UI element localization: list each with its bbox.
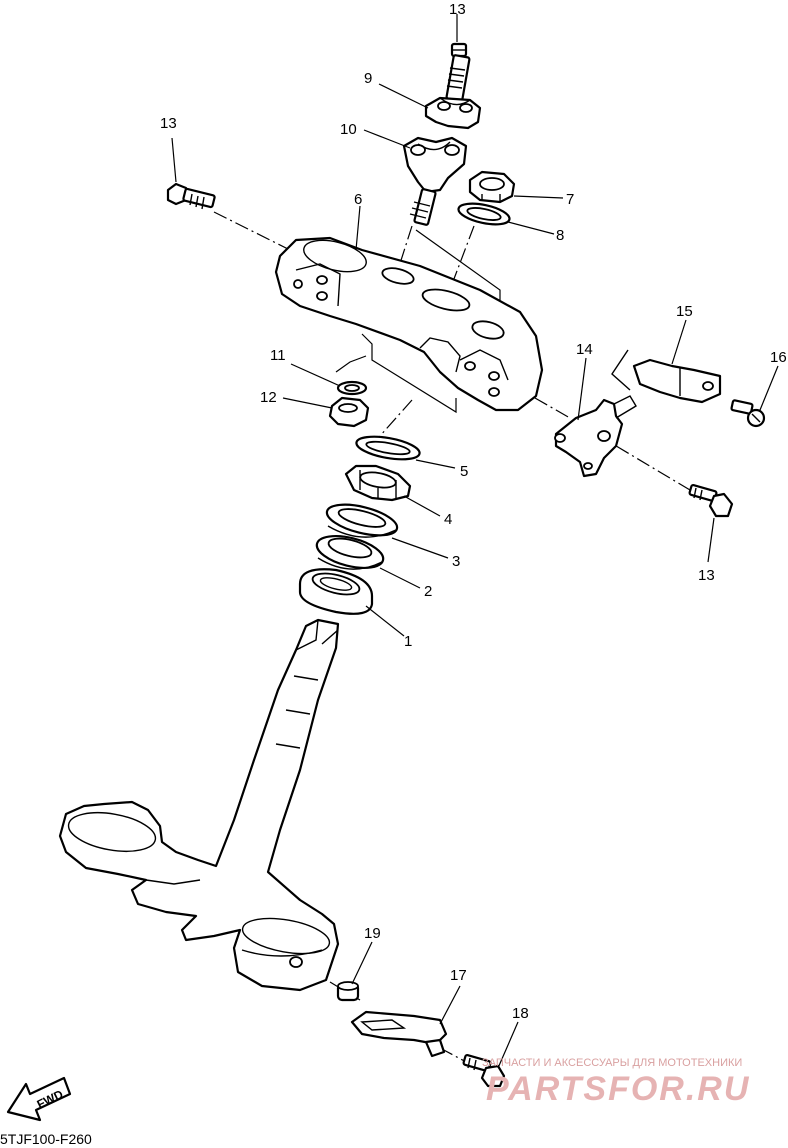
watermark-tagline: ЗАПЧАСТИ И АКСЕССУАРЫ ДЛЯ МОТОТЕХНИКИ: [482, 1057, 742, 1069]
callout-19: 19: [364, 925, 381, 942]
callout-labels: 13 9 10 13 7 8 6 15 14 16 11 12 5 4 3 13…: [160, 1, 787, 1022]
callout-7: 7: [566, 191, 574, 208]
part-13-left-bolt: [166, 182, 216, 210]
part-2-bearing-race: [315, 535, 385, 570]
callout-5: 5: [460, 463, 468, 480]
part-13-top-bolt: [445, 42, 471, 102]
callout-6: 6: [354, 191, 362, 208]
lower-bracket-steering-stem: [58, 618, 340, 992]
callout-17: 17: [450, 967, 467, 984]
part-14-bracket-plate: [554, 395, 637, 478]
callout-8: 8: [556, 227, 564, 244]
part-4-ring-nut: [344, 464, 412, 502]
part-10-handlebar-holder: [402, 136, 468, 226]
part-8-washer: [457, 202, 511, 226]
callout-18: 18: [512, 1005, 529, 1022]
callout-13-left: 13: [160, 115, 177, 132]
part-3-dust-seal: [325, 503, 399, 538]
callout-12: 12: [260, 389, 277, 406]
part-12-nut: [328, 396, 370, 428]
part-6-upper-bracket: [274, 236, 544, 412]
part-5-lock-washer: [355, 435, 421, 461]
callout-16: 16: [770, 349, 787, 366]
callout-15: 15: [676, 303, 693, 320]
part-18-bolt: [462, 1053, 506, 1088]
part-7-steering-stem-nut: [468, 170, 516, 204]
part-11-washer: [336, 380, 368, 396]
callout-4: 4: [444, 511, 452, 528]
callout-1: 1: [404, 633, 412, 650]
part-19-collar: [336, 981, 360, 1002]
callout-3: 3: [452, 553, 460, 570]
watermark: ЗАПЧАСТИ И АКСЕССУАРЫ ДЛЯ МОТОТЕХНИКИ PA…: [482, 1057, 750, 1108]
callout-13-right: 13: [698, 567, 715, 584]
callout-13-top: 13: [449, 1, 466, 18]
part-15-cable-holder: [611, 349, 722, 404]
callout-10: 10: [340, 121, 357, 138]
callout-2: 2: [424, 583, 432, 600]
callout-9: 9: [364, 70, 372, 87]
callout-14: 14: [576, 341, 593, 358]
part-1-bearing: [298, 568, 374, 615]
part-13-right-bolt: [688, 483, 734, 518]
callout-11: 11: [270, 347, 286, 364]
part-16-screw: [730, 399, 766, 428]
fwd-arrow-icon: FWD: [6, 1076, 72, 1122]
watermark-logo: PARTSFOR.RU: [486, 1070, 750, 1108]
part-9-handlebar-clamp-cap: [424, 96, 482, 130]
drawing-code: 5TJF100-F260: [0, 1131, 92, 1147]
part-17-hose-bracket: [350, 1010, 448, 1058]
